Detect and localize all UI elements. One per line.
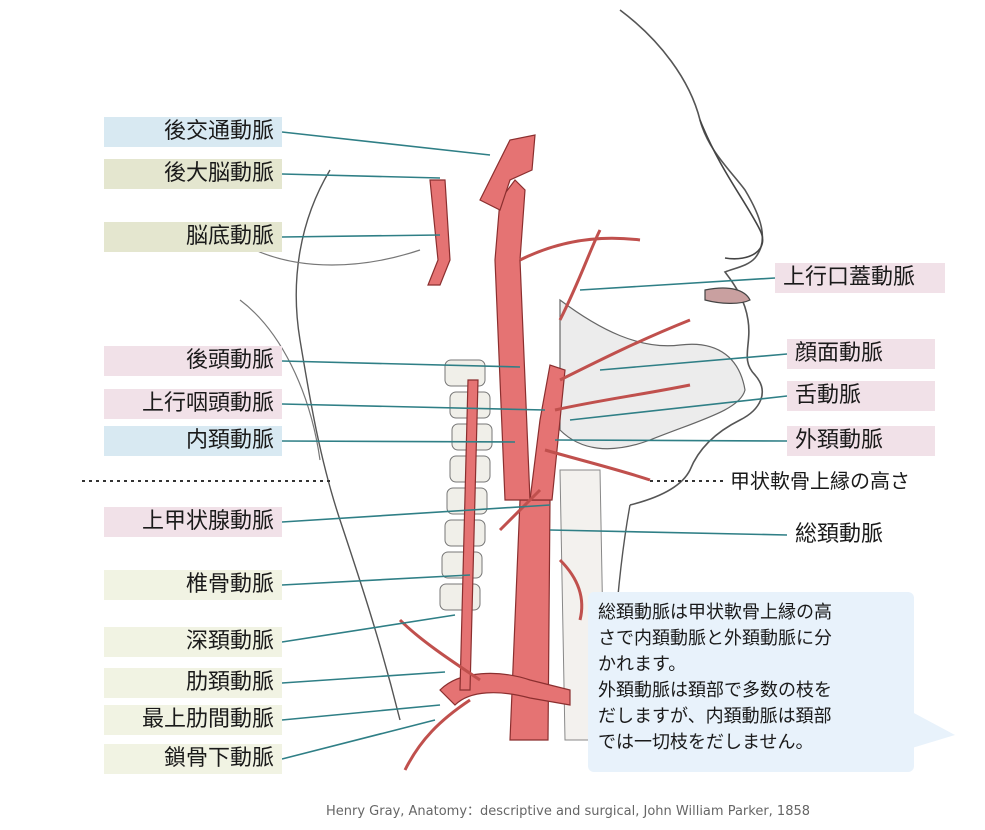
label-lingual-artery: 舌動脈 (787, 381, 935, 411)
explanation-note: 総頚動脈は甲状軟骨上縁の高 さで内頚動脈と外頚動脈に分 かれます。 外頚動脈は頚… (588, 592, 914, 772)
label-thyroid-cartilage-level: 甲状軟骨上縁の高さ (730, 469, 910, 493)
label-posterior-communicating-artery: 後交通動脈 (104, 117, 282, 147)
mandible-outline (559, 298, 746, 450)
label-superior-thyroid-artery: 上甲状腺動脈 (104, 507, 282, 537)
leader-lines (281, 131, 788, 760)
internal-carotid (494, 179, 531, 501)
neck-back-outline (295, 169, 401, 721)
label-vertebral-artery: 椎骨動脈 (104, 570, 282, 600)
common-carotid (509, 499, 551, 741)
note-line: さで内頚動脈と外頚動脈に分 (598, 628, 832, 649)
label-ascending-palatine-artery: 上行口蓋動脈 (775, 263, 945, 293)
note-pointer (912, 712, 955, 748)
label-costocervical-trunk: 肋頚動脈 (104, 668, 282, 698)
note-line: 外頚動脈は頚部で多数の枝を (598, 680, 832, 701)
external-carotid (529, 364, 566, 501)
label-basilar-artery: 脳底動脈 (104, 222, 282, 252)
vertebral (459, 379, 479, 691)
note-line: かれます。 (598, 654, 687, 675)
shoulder-outline (239, 249, 421, 461)
label-facial-artery: 顔面動脈 (787, 339, 935, 369)
label-posterior-cerebral-artery: 後大脳動脈 (104, 159, 282, 189)
lips-outline (704, 287, 751, 304)
nose-outline (699, 119, 764, 260)
label-occipital-artery: 後頭動脈 (104, 346, 282, 376)
artery-branches (398, 229, 691, 771)
label-deep-cervical-artery: 深頚動脈 (104, 627, 282, 657)
head-outline (619, 9, 764, 506)
label-external-carotid-artery: 外頚動脈 (787, 426, 935, 456)
label-internal-carotid-artery: 内頚動脈 (104, 426, 282, 456)
carotid-siphon (479, 134, 536, 211)
note-line: だしますが、内頚動脈は頚部 (598, 706, 832, 727)
source-credit: Henry Gray, Anatomy：descriptive and surg… (326, 804, 811, 819)
label-supreme-intercostal-artery: 最上肋間動脈 (104, 705, 282, 735)
note-line: では一切枝をだしません。 (598, 732, 814, 753)
label-common-carotid-artery: 総頚動脈 (795, 522, 884, 547)
note-line: 総頚動脈は甲状軟骨上縁の高 (598, 602, 832, 623)
label-subclavian-artery: 鎖骨下動脈 (104, 744, 282, 774)
label-ascending-pharyngeal-artery: 上行咽頭動脈 (104, 389, 282, 419)
arteries (427, 134, 571, 741)
basilar (427, 179, 451, 286)
